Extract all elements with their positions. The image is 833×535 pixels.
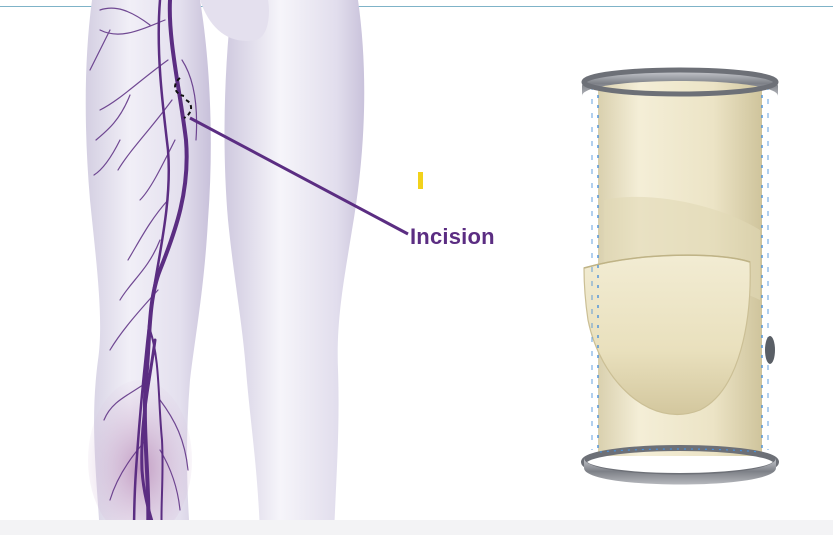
clip-icon bbox=[765, 336, 775, 364]
incision-label: Incision bbox=[410, 224, 495, 250]
groin bbox=[200, 0, 269, 41]
left-leg bbox=[86, 0, 211, 535]
valve-prosthesis bbox=[582, 70, 778, 485]
bottom-band bbox=[0, 520, 833, 535]
right-leg bbox=[200, 0, 364, 535]
text-cursor-icon bbox=[418, 172, 423, 189]
